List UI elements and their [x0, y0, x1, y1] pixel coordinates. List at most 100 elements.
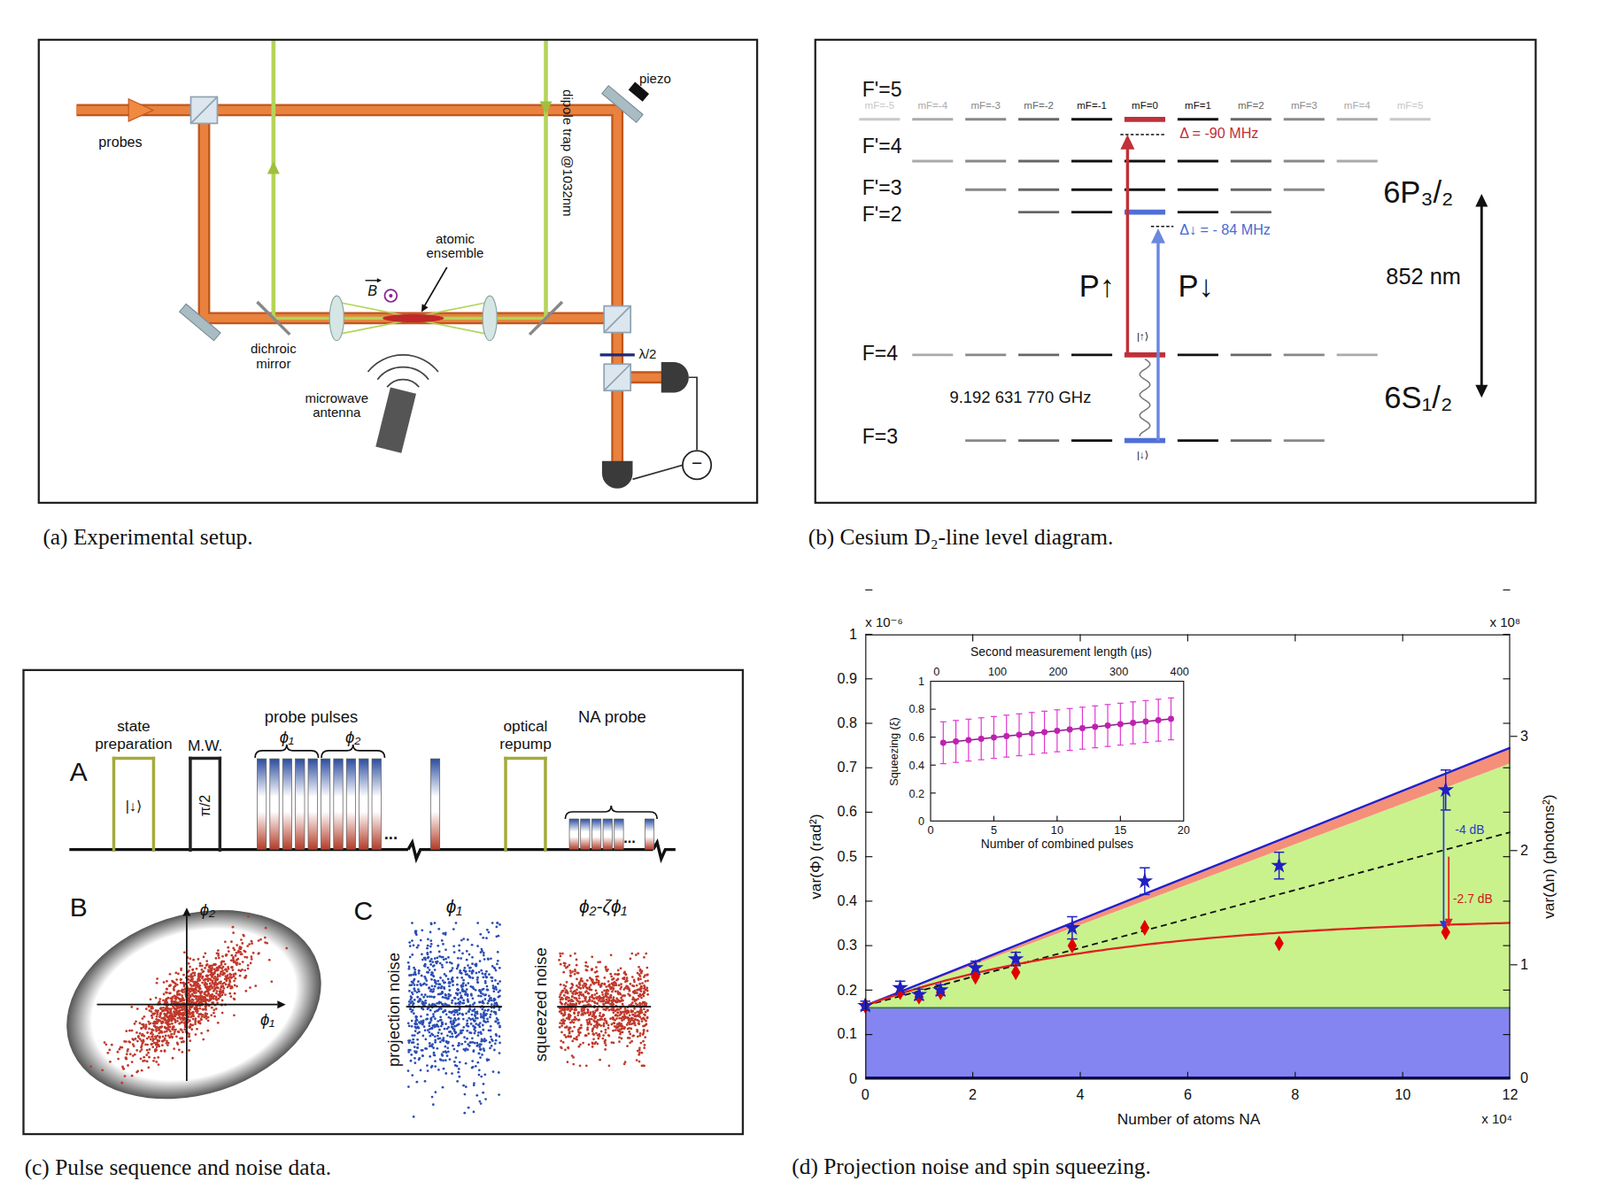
circle-shape [145, 1007, 148, 1011]
circle-shape [218, 994, 222, 998]
circle-shape [486, 1058, 489, 1062]
circle-shape [209, 1013, 213, 1017]
circle-shape [428, 1042, 432, 1045]
path-shape [1018, 439, 1059, 442]
path-shape [1283, 188, 1325, 192]
circle-shape [177, 989, 180, 993]
circle-shape [416, 1046, 419, 1050]
circle-shape [180, 1036, 184, 1040]
circle-shape [203, 981, 207, 984]
circle-shape [157, 1039, 161, 1043]
circle-shape [208, 982, 212, 986]
circle-shape [179, 1018, 183, 1021]
circle-shape [462, 937, 465, 941]
circle-shape [432, 1046, 435, 1050]
circle-shape [181, 1017, 185, 1021]
circle-shape [130, 1005, 133, 1009]
circle-shape [191, 968, 194, 972]
circle-shape [216, 982, 219, 986]
circle-shape [237, 950, 240, 954]
circle-shape [449, 1020, 453, 1024]
circle-shape [465, 950, 469, 953]
polygon-shape [1151, 228, 1166, 244]
path-shape [600, 353, 635, 356]
circle-shape [482, 1011, 486, 1014]
circle-shape [443, 981, 447, 984]
circle-shape [498, 1042, 502, 1045]
circle-shape [412, 943, 416, 947]
circle-shape [177, 1049, 181, 1052]
circle-shape [409, 1010, 413, 1013]
circle-shape [169, 984, 172, 988]
path-shape [603, 306, 631, 333]
circle-shape [215, 957, 218, 960]
circle-shape [154, 1009, 158, 1013]
circle-shape [193, 973, 197, 977]
circle-shape [156, 1009, 160, 1013]
circle-shape [166, 1020, 170, 1023]
circle-shape [463, 1112, 466, 1115]
circle-shape [433, 968, 437, 972]
circle-shape [445, 1051, 449, 1055]
circle-shape [433, 1054, 437, 1058]
circle-shape [215, 998, 218, 1002]
circle-shape [165, 1042, 169, 1045]
path-shape [602, 461, 634, 489]
circle-shape [495, 921, 499, 925]
circle-shape [174, 984, 178, 988]
circle-shape [477, 1034, 480, 1037]
circle-shape [180, 1037, 184, 1041]
circle-shape [171, 1026, 175, 1029]
circle-shape [179, 978, 183, 982]
circle-shape [492, 1070, 495, 1074]
circle-shape [444, 958, 448, 961]
circle-shape [462, 1018, 465, 1021]
circle-shape [234, 973, 238, 976]
circle-shape [246, 944, 249, 948]
circle-shape [447, 978, 450, 982]
circle-shape [216, 952, 220, 956]
circle-shape [135, 1049, 139, 1052]
circle-shape [212, 1012, 216, 1015]
circle-shape [191, 968, 194, 972]
circle-shape [474, 1022, 478, 1026]
circle-shape [198, 1001, 201, 1005]
circle-shape [496, 950, 500, 954]
circle-shape [498, 923, 502, 927]
circle-shape [429, 931, 433, 935]
circle-shape [110, 1043, 114, 1047]
circle-shape [100, 1068, 104, 1072]
circle-shape [488, 1016, 492, 1020]
circle-shape [165, 1040, 169, 1044]
circle-shape [430, 971, 433, 974]
circle-shape [224, 968, 227, 972]
circle-shape [433, 921, 437, 925]
circle-shape [179, 1028, 183, 1031]
circle-shape [476, 976, 480, 980]
circle-shape [268, 958, 271, 962]
circle-shape [454, 997, 457, 1000]
circle-shape [139, 1050, 142, 1053]
circle-shape [247, 942, 251, 946]
circle-shape [456, 1009, 459, 1013]
path-shape [1230, 439, 1272, 442]
circle-shape [183, 985, 186, 989]
circle-shape [458, 991, 462, 995]
circle-shape [171, 1057, 175, 1060]
path-shape [1124, 209, 1166, 216]
circle-shape [461, 1012, 464, 1016]
circle-shape [498, 995, 502, 998]
circle-shape [439, 983, 442, 987]
circle-shape [205, 959, 209, 963]
circle-shape [464, 1062, 468, 1066]
circle-shape [136, 1040, 140, 1044]
circle-shape [204, 1007, 208, 1011]
circle-shape [252, 951, 256, 955]
circle-shape [486, 989, 490, 992]
circle-shape [465, 1037, 469, 1041]
circle-shape [180, 1020, 184, 1024]
circle-shape [496, 982, 500, 986]
circle-shape [164, 999, 168, 1003]
circle-shape [498, 980, 502, 983]
polygon-shape [267, 161, 280, 175]
